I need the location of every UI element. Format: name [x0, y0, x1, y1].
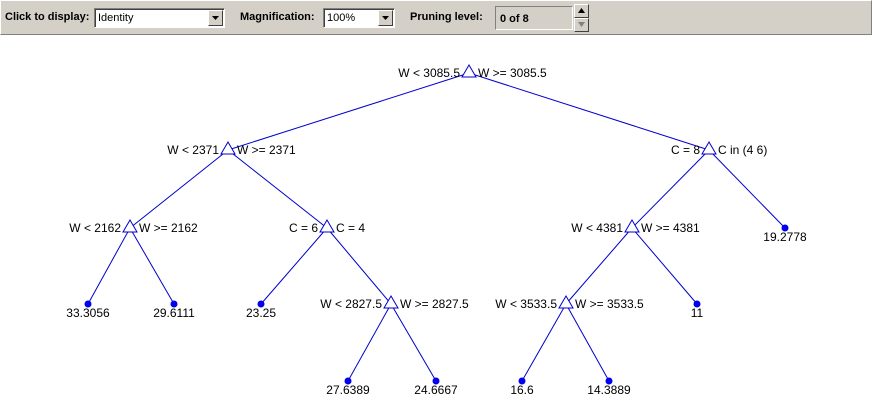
display-dropdown-button[interactable] [208, 10, 223, 26]
leaf-node-icon [693, 300, 701, 308]
leaf-value: 29.6111 [153, 306, 195, 320]
split-rule-right: W >= 2827.5 [400, 297, 469, 311]
split-rule-right: W >= 4381 [641, 221, 700, 235]
tree-edge [565, 227, 633, 305]
leaf-value: 14.3889 [587, 383, 631, 397]
magnification-select[interactable]: 100% [323, 8, 395, 28]
magnification-dropdown-button[interactable] [378, 10, 393, 26]
tree-edge [260, 227, 328, 305]
tree-edge [87, 227, 131, 305]
display-select-value: Identity [98, 12, 134, 24]
display-label: Click to display: [5, 11, 90, 23]
magnification-select-value: 100% [327, 12, 356, 24]
split-rule-right: C in (4 6) [718, 143, 767, 157]
branch-node-icon [701, 141, 717, 155]
branch-node-icon [122, 219, 138, 233]
split-rule-left: C = 8 [671, 143, 700, 157]
branch-node-icon [383, 295, 399, 309]
leaf-node-icon [605, 377, 613, 385]
leaf-value: 11 [691, 306, 704, 320]
tree-edge [347, 303, 392, 382]
tree-edge [631, 149, 710, 229]
split-rule-right: C = 4 [336, 221, 365, 235]
leaf-value: 27.6389 [326, 383, 370, 397]
tree-edge [129, 227, 175, 305]
decision-tree: W < 3085.5 W >= 3085.5 W < 2371 W >= 2371 C … [66, 64, 807, 397]
split-rule-right: W >= 2162 [139, 221, 198, 235]
prune-down-button[interactable] [574, 18, 589, 32]
leaf-value: 19.2778 [763, 230, 807, 244]
tree-edge [708, 149, 786, 229]
leaf-node-icon [84, 300, 92, 308]
split-rule-left: C = 6 [289, 221, 318, 235]
branch-node-icon [624, 219, 640, 233]
pruning-label: Pruning level: [410, 11, 483, 23]
split-rule-left: W < 3533.5 [495, 297, 557, 311]
branch-node-icon [220, 141, 236, 155]
split-rule-left: W < 2162 [69, 221, 121, 235]
tree-edge [326, 227, 392, 305]
tree-edge [129, 149, 229, 229]
chevron-down-icon [212, 16, 219, 20]
pruning-level-field: 0 of 8 [495, 6, 573, 30]
split-rule-left: W < 2827.5 [320, 297, 382, 311]
arrow-up-icon [578, 8, 585, 13]
split-rule-right: W >= 2371 [237, 143, 296, 157]
tree-edge [521, 303, 567, 382]
leaf-node-icon [518, 377, 526, 385]
leaf-node-icon [781, 224, 789, 232]
tree-edge [390, 303, 437, 382]
split-rule-left: W < 4381 [571, 221, 623, 235]
display-select[interactable]: Identity [94, 8, 225, 28]
pruning-spinner[interactable] [574, 4, 589, 32]
branch-node-icon [558, 295, 574, 309]
tree-edge [631, 227, 698, 305]
arrow-down-icon [578, 22, 585, 27]
chevron-down-icon [382, 16, 389, 20]
branch-node-icon [319, 219, 335, 233]
tree-edge [227, 72, 470, 151]
prune-up-button[interactable] [574, 4, 589, 18]
leaf-node-icon [170, 300, 178, 308]
leaf-node-icon [344, 377, 352, 385]
leaf-value: 16.6 [510, 383, 534, 397]
leaf-node-icon [257, 300, 265, 308]
tree-edge [227, 149, 328, 229]
toolbar: Click to display: Identity Magnification… [0, 0, 872, 35]
tree-edge [468, 72, 710, 151]
split-rule-right: W >= 3533.5 [575, 297, 644, 311]
pruning-level-value: 0 of 8 [500, 13, 529, 25]
split-rule-left: W < 3085.5 [398, 66, 460, 80]
split-rule-right: W >= 3085.5 [478, 66, 547, 80]
tree-edge [565, 303, 610, 382]
leaf-value: 23.25 [246, 306, 276, 320]
leaf-value: 33.3056 [66, 306, 110, 320]
branch-node-icon [461, 64, 477, 78]
leaf-node-icon [432, 377, 440, 385]
magnification-label: Magnification: [240, 11, 315, 23]
split-rule-left: W < 2371 [167, 143, 219, 157]
leaf-value: 24.6667 [414, 383, 458, 397]
